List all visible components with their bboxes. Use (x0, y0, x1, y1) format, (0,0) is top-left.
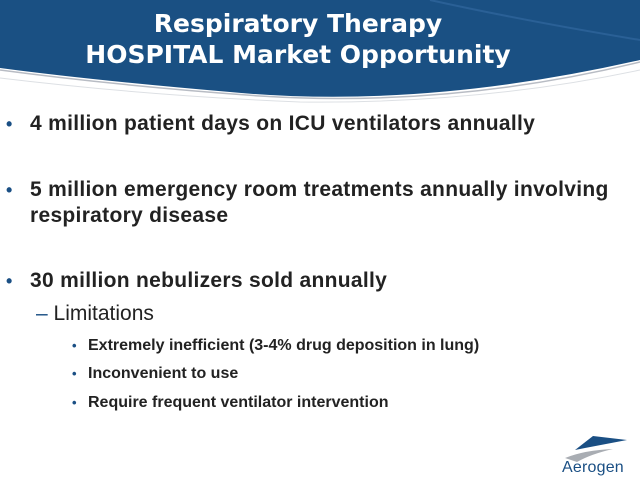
sub-bullet-item: – Limitations (36, 302, 154, 325)
bullet-item: •30 million nebulizers sold annually (6, 269, 388, 292)
subsub-bullet-item: •Require frequent ventilator interventio… (72, 394, 389, 411)
bullet-icon: • (6, 114, 13, 134)
slide-title: Respiratory Therapy HOSPITAL Market Oppo… (0, 8, 596, 70)
logo-text: Aerogen (562, 459, 624, 476)
title-line-2: HOSPITAL Market Opportunity (85, 40, 511, 69)
bullet-icon: • (72, 338, 77, 353)
bullet-item: •5 million emergency room treatments ann… (6, 178, 609, 227)
subsub-bullet-item: •Extremely inefficient (3-4% drug deposi… (72, 337, 480, 354)
bullet-icon: • (6, 271, 13, 291)
header-banner (0, 0, 640, 103)
subsub-bullet-item: •Inconvenient to use (72, 365, 239, 382)
bullet-icon: • (72, 395, 77, 410)
bullet-item: •4 million patient days on ICU ventilato… (6, 112, 536, 135)
title-line-1: Respiratory Therapy (153, 9, 443, 38)
bullet-icon: • (72, 366, 77, 381)
dash-icon: – (36, 302, 48, 325)
bullet-icon: • (6, 180, 13, 200)
aerogen-logo-icon (565, 436, 627, 462)
